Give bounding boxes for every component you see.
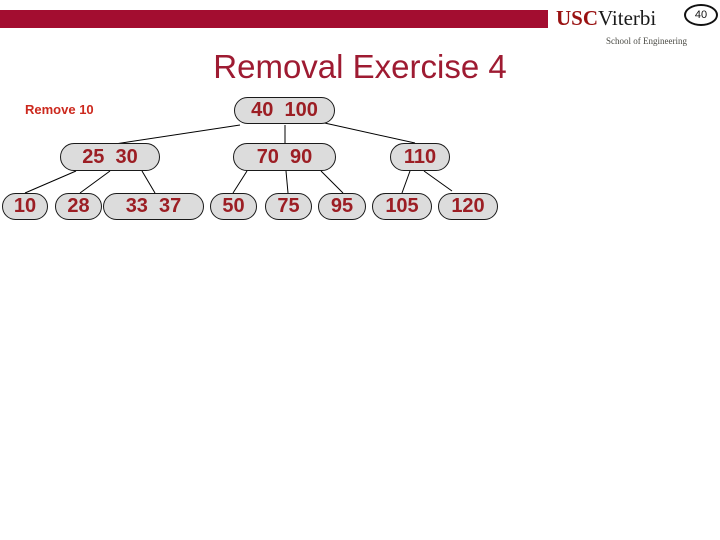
page-title: Removal Exercise 4 [213,48,507,85]
tree-node-70-90: 70 90 [233,143,336,171]
edge-root-25-30 [114,124,241,145]
tree-node-10: 10 [2,193,48,220]
tree-node-110: 110 [390,143,450,171]
tree-node-25-30: 25 30 [60,143,160,171]
slide-number-badge: 40 [684,4,718,26]
remove-instruction: Remove 10 [25,102,94,117]
tree-node-40-100: 40 100 [234,97,335,124]
tree-node-50: 50 [210,193,257,220]
accent-bar [0,10,548,28]
edge-110-105 [401,170,411,194]
slide-number: 40 [694,9,708,21]
usc-viterbi-logo: USCViterbi [556,7,656,29]
tree-node-33-37: 33 37 [103,193,204,220]
edge-70-90-50 [232,170,248,194]
tree-node-75: 75 [265,193,312,220]
edge-110-120 [423,170,453,192]
tree-node-105: 105 [372,193,432,220]
edge-70-90-95 [320,170,344,194]
logo-usc-text: USC [556,6,599,30]
edge-root-110 [319,121,416,144]
logo-school-text: School of Engineering [606,36,687,46]
edge-70-90-75 [285,170,289,194]
logo-viterbi-text: Viterbi [598,6,657,30]
tree-node-28: 28 [55,193,102,220]
edge-25-30-33-37 [141,170,156,194]
tree-node-120: 120 [438,193,498,220]
edge-25-30-28 [79,170,111,194]
tree-node-95: 95 [318,193,366,220]
edge-25-30-10 [24,170,77,194]
